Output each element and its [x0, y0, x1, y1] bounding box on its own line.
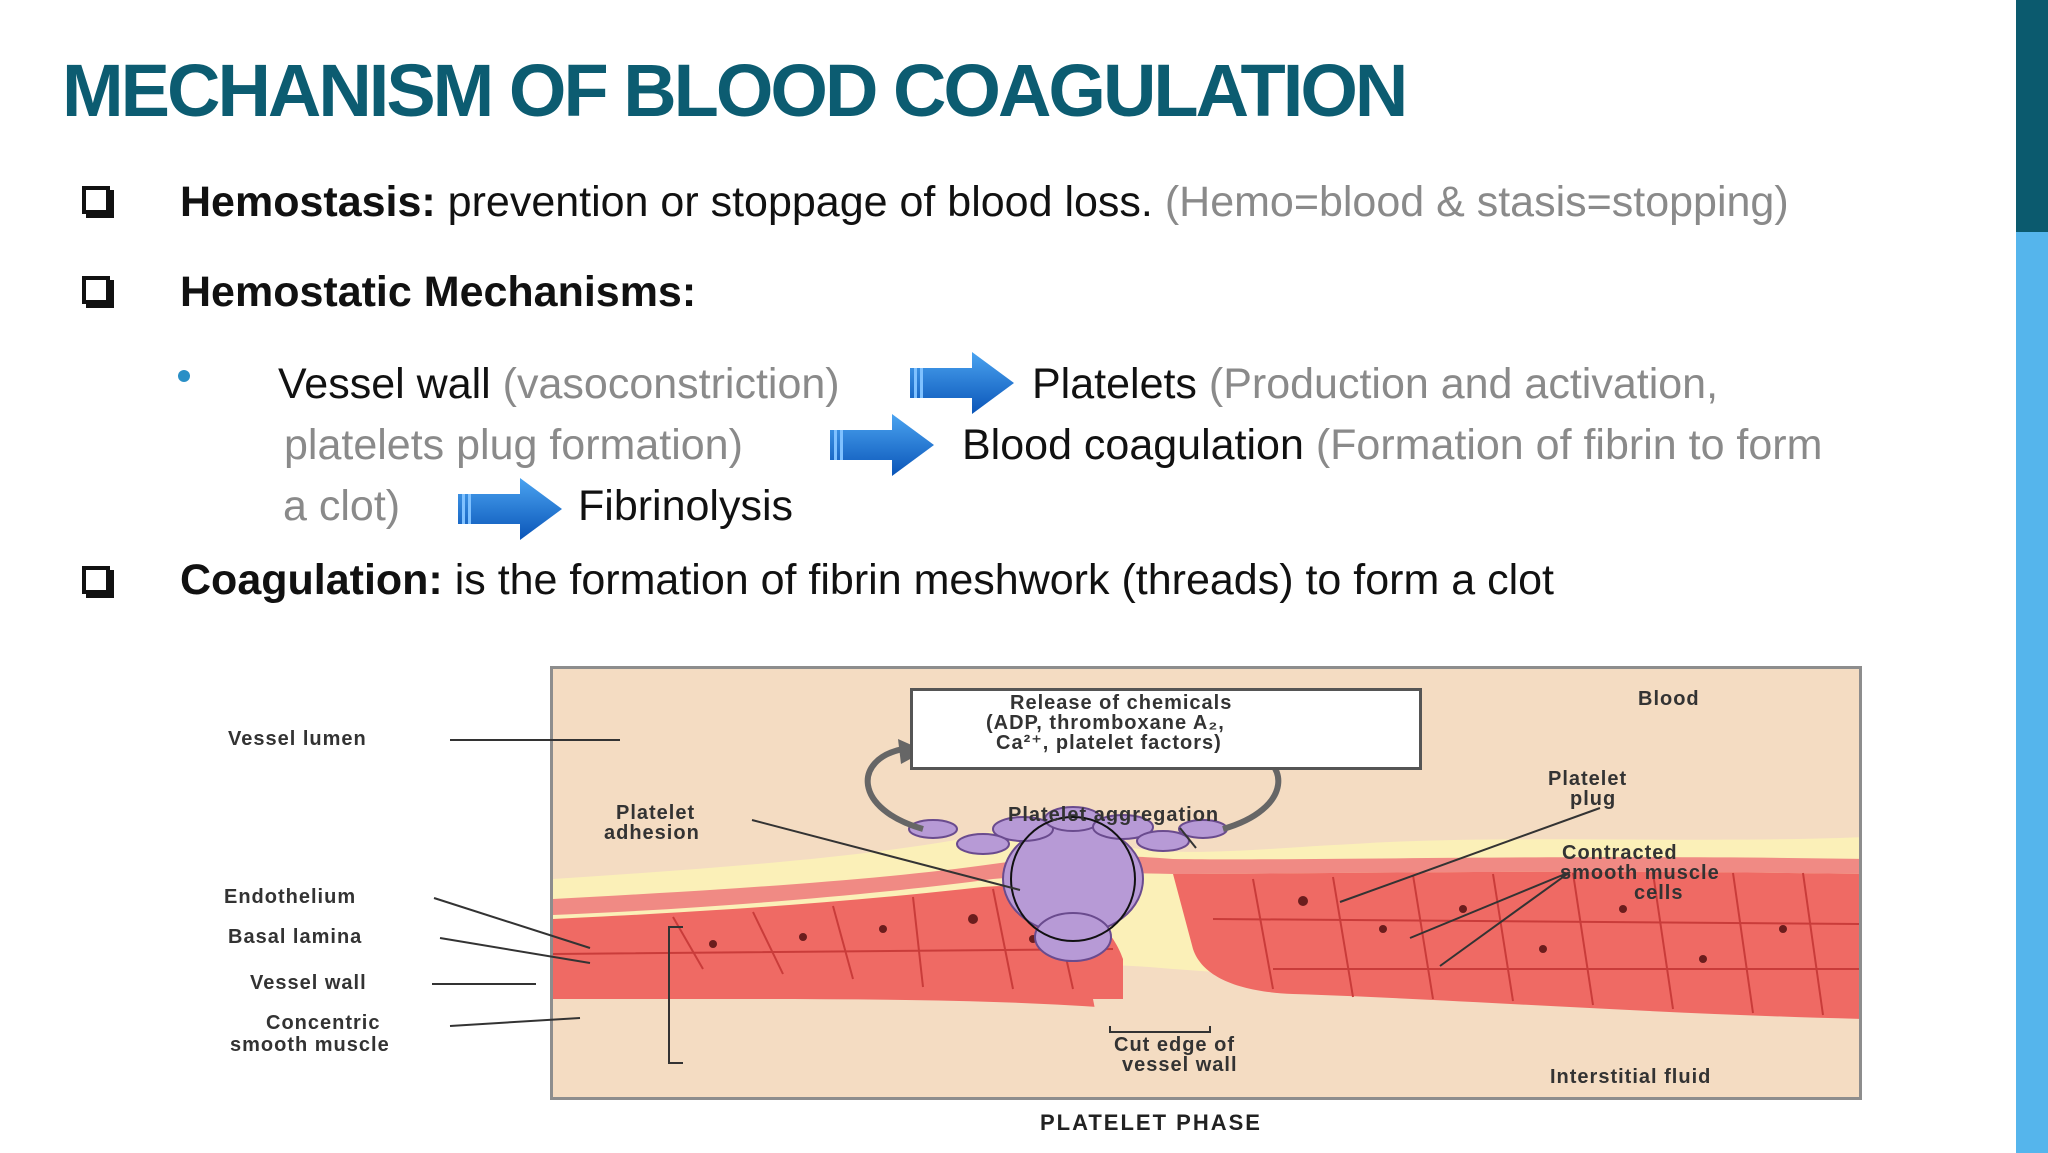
label-blood: Blood	[1638, 688, 1700, 710]
label-interstitial-fluid: Interstitial fluid	[1550, 1066, 1712, 1088]
sequence-line-3b: Fibrinolysis	[578, 482, 794, 530]
chem-label-3: Ca²⁺, platelet factors)	[996, 732, 1222, 754]
bullet-coagulation: Coagulation: is the formation of fibrin …	[180, 556, 1554, 605]
chem-label-1: Release of chemicals	[1010, 692, 1233, 714]
coagulation-note-text: (Formation of fibrin to form	[1303, 421, 1823, 469]
label-vessel-lumen: Vessel lumen	[228, 728, 367, 750]
bullet-mechanisms: Hemostatic Mechanisms:	[180, 268, 697, 316]
label-basal-lamina: Basal lamina	[228, 926, 363, 948]
term-coagulation: Coagulation:	[180, 556, 443, 604]
vasoconstriction-text: (vasoconstriction)	[490, 360, 840, 408]
definition-coagulation: is the formation of fibrin meshwork (thr…	[442, 556, 1554, 604]
checkbox-bullet-icon	[82, 276, 110, 304]
label-platelet-plug-2: plug	[1570, 788, 1617, 810]
diagram-leader-lines	[432, 739, 1601, 1033]
note-hemostasis: (Hemo=blood & stasis=stopping)	[1152, 178, 1789, 226]
platelets-text: Platelets	[1032, 360, 1197, 408]
sub-bullet-dot-icon	[178, 370, 190, 382]
right-arrow-icon	[910, 352, 1014, 414]
label-vessel-wall: Vessel wall	[250, 972, 367, 994]
sequence-line-2b: Blood coagulation (Formation of fibrin t…	[962, 421, 1822, 470]
checkbox-bullet-icon	[82, 566, 110, 594]
bullet-hemostasis: Hemostasis: prevention or stoppage of bl…	[180, 178, 1789, 227]
checkbox-bullet-icon	[82, 186, 110, 214]
side-accent-bar-dark	[2016, 0, 2048, 232]
label-endothelium: Endothelium	[224, 886, 357, 908]
label-concentric: Concentric	[266, 1012, 381, 1034]
term-hemostasis: Hemostasis:	[180, 178, 436, 226]
label-contracted-2: smooth muscle	[1560, 862, 1720, 884]
vessel-wall-text: Vessel wall	[278, 360, 491, 408]
label-smooth-muscle: smooth muscle	[230, 1034, 390, 1056]
diagram-caption: PLATELET PHASE	[1040, 1110, 1262, 1135]
chem-label-2: (ADP, thromboxane A₂,	[986, 712, 1225, 734]
blood-coagulation-text: Blood coagulation	[962, 421, 1304, 469]
label-contracted-1: Contracted	[1562, 842, 1678, 864]
label-cut-edge-1: Cut edge of	[1114, 1034, 1235, 1056]
chemicals-box	[910, 688, 1422, 770]
definition-hemostasis: prevention or stoppage of blood loss.	[435, 178, 1153, 226]
right-arrow-icon	[830, 414, 934, 476]
sequence-line-1b: Platelets (Production and activation,	[1032, 360, 1718, 409]
label-contracted-3: cells	[1634, 882, 1684, 904]
sequence-line-3a: a clot)	[283, 482, 401, 530]
right-arrow-icon	[458, 478, 562, 540]
label-platelet-aggregation: Platelet aggregation	[1008, 804, 1220, 826]
slide-title: MECHANISM OF BLOOD COAGULATION	[62, 49, 1408, 132]
label-cut-edge-2: vessel wall	[1122, 1054, 1238, 1076]
sequence-line-1a: Vessel wall (vasoconstriction)	[278, 360, 840, 409]
vessel-illustration	[553, 739, 1859, 1097]
label-platelet-plug-1: Platelet	[1548, 768, 1628, 790]
platelet-phase-diagram: Release of chemicals (ADP, thromboxane A…	[200, 648, 1900, 1148]
label-platelet-adhesion-1: Platelet	[616, 802, 696, 824]
platelets-note-text: (Production and activation,	[1196, 360, 1719, 408]
sequence-line-2a: platelets plug formation)	[284, 421, 743, 469]
label-platelet-adhesion-2: adhesion	[604, 822, 700, 844]
